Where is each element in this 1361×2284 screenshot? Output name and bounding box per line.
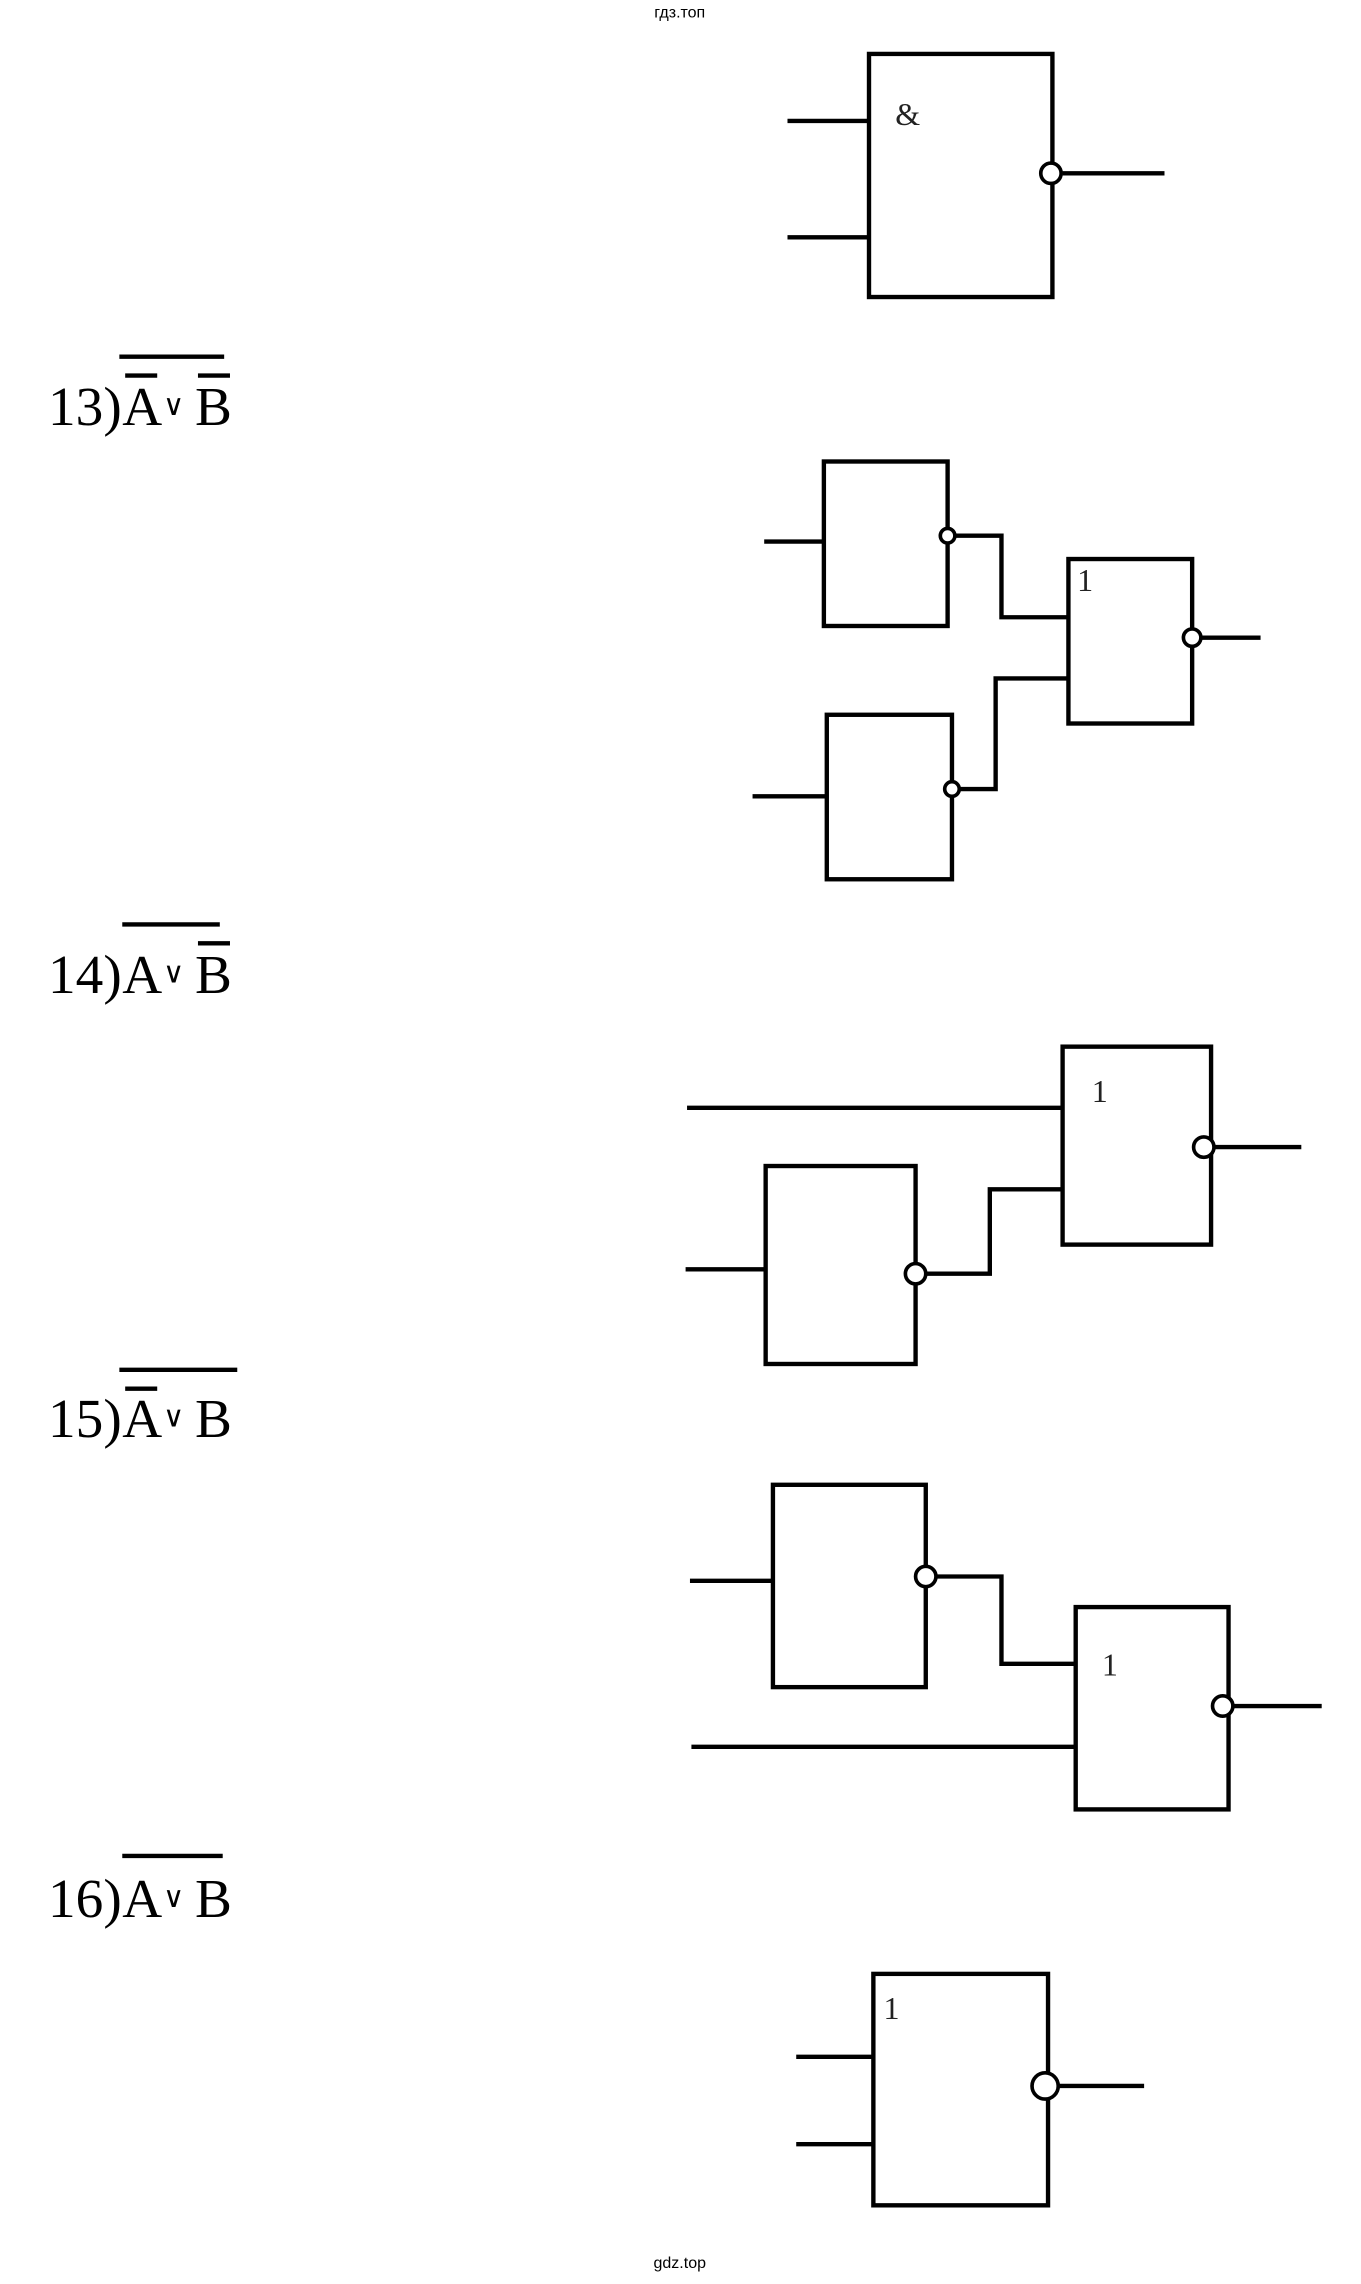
- wire: [959, 676, 1069, 792]
- var-b: B: [195, 1388, 232, 1449]
- var-b: B: [195, 1868, 232, 1929]
- inversion-bubble: [938, 526, 957, 545]
- or-gate: [1060, 1044, 1214, 1247]
- formula-13: 13) A ∨ B: [48, 354, 232, 437]
- item-number: 13): [48, 376, 122, 437]
- circuit-15: 1: [689, 1482, 1322, 1812]
- var-a: A: [122, 944, 162, 1005]
- or-gate-symbol: 1: [1077, 562, 1093, 598]
- or-operator: ∨: [163, 956, 184, 990]
- inversion-bubble: [942, 779, 962, 799]
- inversion-bubble: [1191, 1135, 1216, 1160]
- inversion-bubble: [1181, 627, 1203, 649]
- inversion-bubble: [1210, 1694, 1235, 1719]
- inversion-bubble: [903, 1261, 928, 1286]
- var-b: B: [195, 944, 232, 1005]
- item-number: 16): [48, 1868, 122, 1929]
- item-number: 14): [48, 944, 122, 1005]
- wire: [954, 533, 1069, 620]
- or-operator: ∨: [163, 1400, 184, 1434]
- formula-16: 16) A ∨ B: [48, 1853, 232, 1929]
- nor-gate-diagram: 1: [796, 1971, 1145, 2208]
- and-gate-symbol: &: [895, 96, 920, 132]
- var-b: B: [195, 376, 232, 437]
- or-operator: ∨: [163, 388, 184, 422]
- var-a: A: [122, 1868, 162, 1929]
- circuit-13: 1: [752, 459, 1261, 882]
- or-gate-symbol: 1: [1092, 1073, 1108, 1109]
- or-gate: [871, 1971, 1051, 2208]
- footer-watermark: gdz.top: [654, 2255, 707, 2272]
- not-gate-a: [821, 459, 950, 629]
- not-gate-b: [763, 1163, 918, 1367]
- item-number: 15): [48, 1388, 122, 1449]
- nand-gate-diagram: &: [787, 51, 1165, 300]
- or-gate-symbol: 1: [884, 1990, 900, 2026]
- or-gate-symbol: 1: [1102, 1646, 1118, 1682]
- inversion-bubble: [1030, 2071, 1061, 2101]
- or-operator: ∨: [163, 1880, 184, 1914]
- formula-15: 15) A ∨ B: [48, 1367, 238, 1449]
- inversion-bubble: [1038, 161, 1063, 186]
- formula-14: 14) A ∨ B: [48, 922, 232, 1005]
- not-gate-b: [824, 712, 955, 882]
- circuit-14: 1: [685, 1044, 1302, 1367]
- or-gate: [1066, 556, 1195, 726]
- and-gate: [866, 51, 1055, 300]
- header-watermark: гдз.топ: [654, 5, 705, 22]
- var-a: A: [122, 376, 162, 437]
- not-gate-a: [770, 1482, 928, 1690]
- inversion-bubble: [913, 1564, 938, 1589]
- var-a: A: [122, 1388, 162, 1449]
- or-gate: [1073, 1604, 1231, 1812]
